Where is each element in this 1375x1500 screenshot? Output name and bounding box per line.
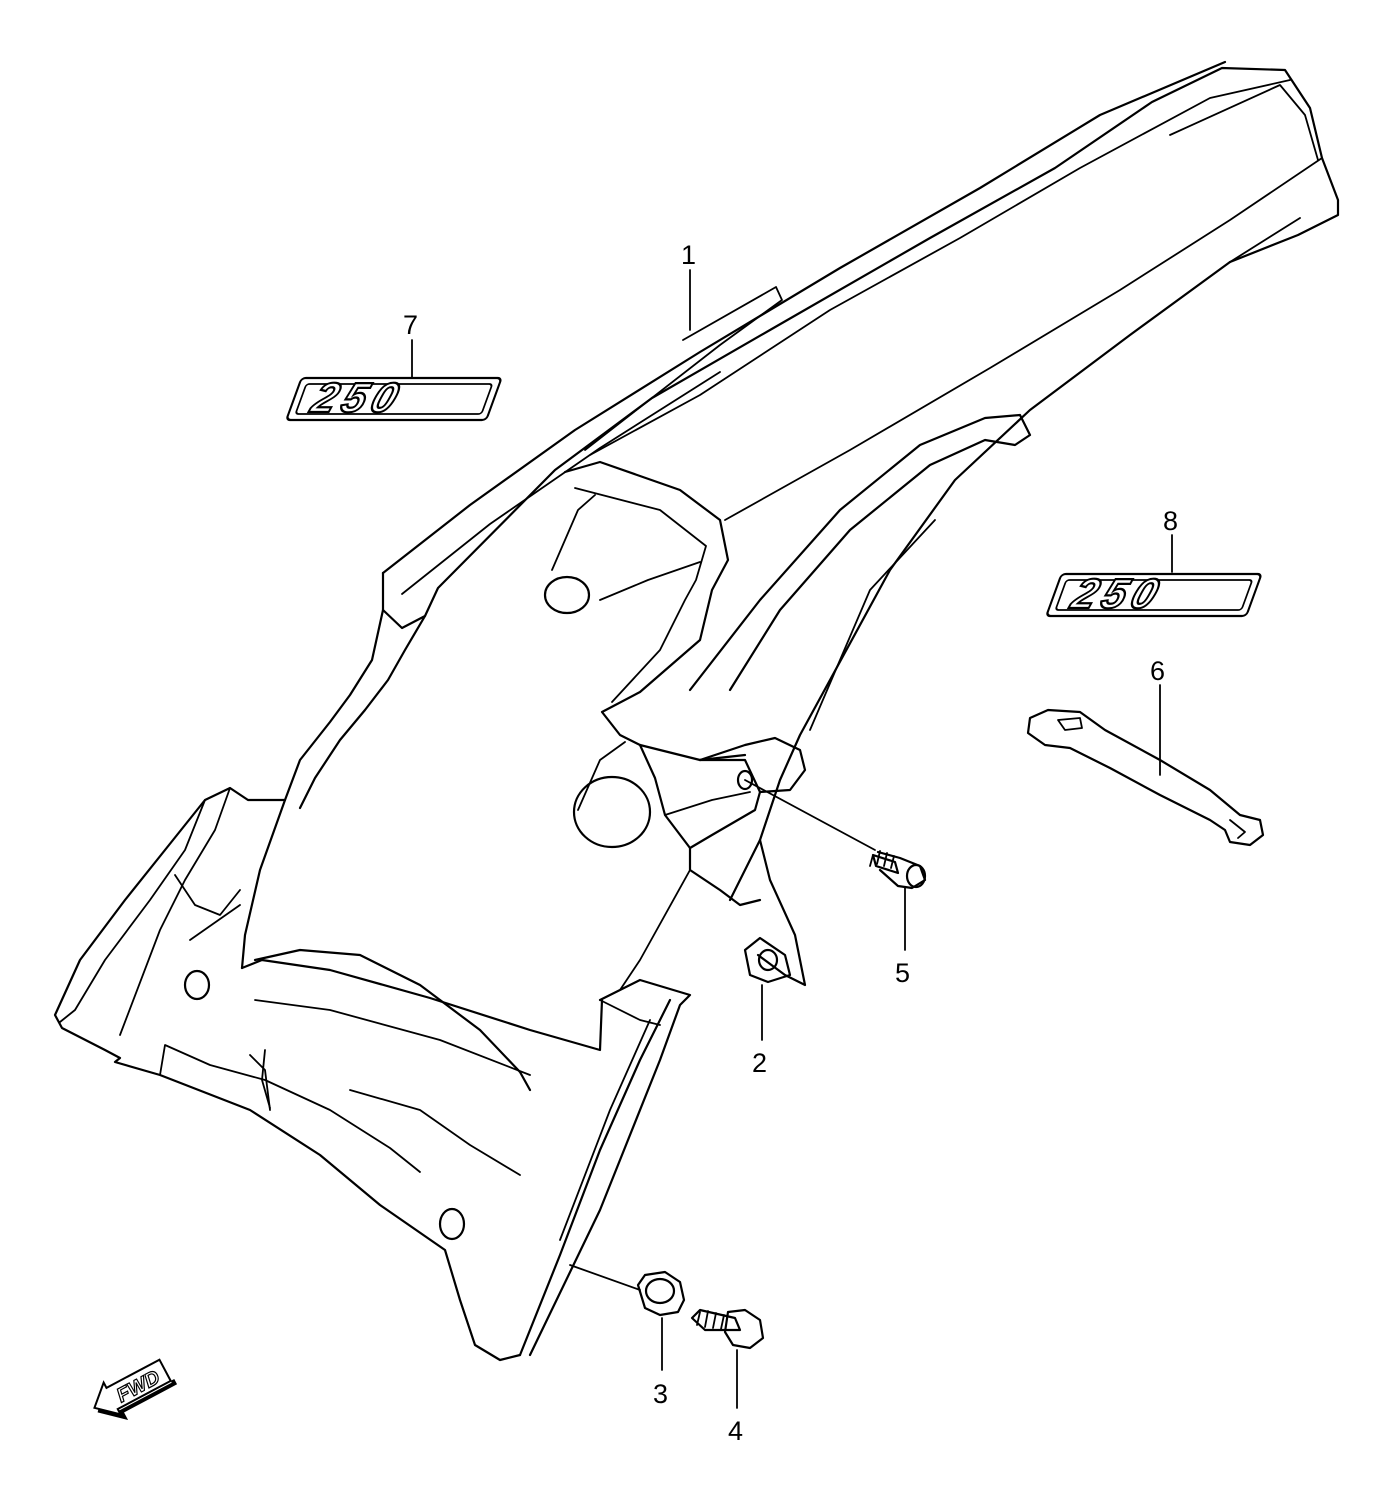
decal-8-inner [1055, 579, 1253, 611]
rear-fender-part-1 [53, 60, 1340, 1362]
leader-3b [569, 1264, 641, 1291]
callout-labels: 1 2 3 4 5 6 7 8 [403, 240, 1178, 1446]
bolt-part-5 [869, 850, 927, 890]
callout-8: 8 [1163, 506, 1178, 536]
leader-5b [744, 779, 876, 851]
callout-6: 6 [1150, 656, 1165, 686]
decal-8-outer [1046, 572, 1262, 618]
decal-part-8: 250 [1046, 570, 1262, 619]
callout-2: 2 [752, 1048, 767, 1078]
callout-4: 4 [728, 1416, 743, 1446]
leader-lines [411, 269, 1173, 1409]
decal-part-7: 250 [286, 374, 502, 423]
decal-8-text: 250 [1065, 571, 1171, 617]
stay-part-6 [1026, 708, 1265, 847]
callout-7: 7 [403, 310, 418, 340]
decal-7-outer [286, 376, 502, 422]
callout-5: 5 [895, 958, 910, 988]
nut-part-3 [636, 1270, 686, 1317]
bolt-part-4 [690, 1308, 765, 1350]
nut-clip-part-2 [743, 936, 792, 984]
decal-7-inner [295, 383, 493, 415]
callout-3: 3 [653, 1379, 668, 1409]
decal-7-text: 250 [305, 375, 411, 421]
fwd-arrow: FWD [93, 1358, 178, 1420]
callout-1: 1 [681, 240, 696, 270]
